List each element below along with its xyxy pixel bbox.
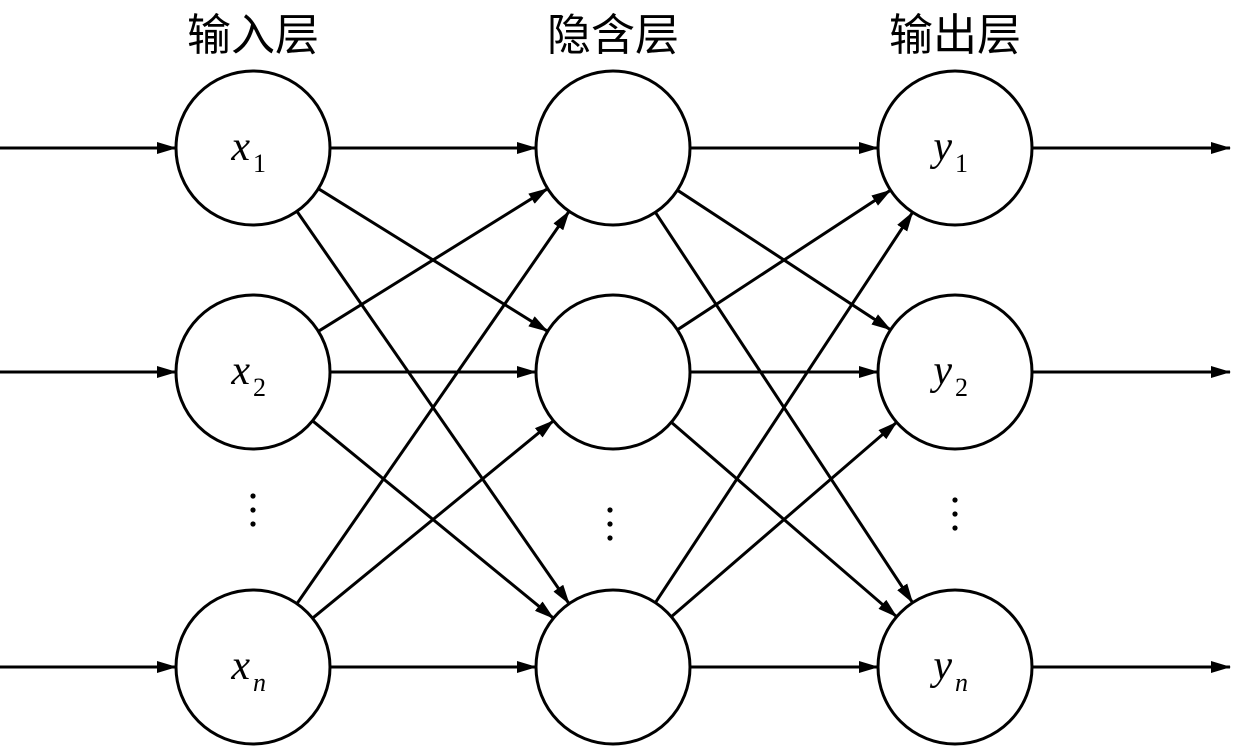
output-node-2-var: y xyxy=(929,348,952,394)
input-node-1-var: x xyxy=(230,124,250,170)
edge-l1-3-to-1 xyxy=(654,211,914,604)
input-layer-title: 输入层 xyxy=(187,10,319,61)
output-layer-title: 输出层 xyxy=(889,10,1021,61)
input-node-2: x 2 xyxy=(174,293,332,451)
edge-l0-2-to-1 xyxy=(317,187,549,333)
edge-l0-3-to-2 xyxy=(311,419,555,620)
input-node-1-sub: 1 xyxy=(253,149,266,178)
hidden-ellipsis xyxy=(607,507,613,541)
output-node-n: y n xyxy=(876,588,1034,746)
output-ellipsis xyxy=(952,497,958,531)
output-node-1: y 1 xyxy=(876,69,1034,227)
input-node-2-var: x xyxy=(230,348,250,394)
hidden-node-2 xyxy=(534,293,692,451)
nodes: x 1 x 2 x n y 1 y xyxy=(174,69,1034,746)
input-ellipsis xyxy=(250,493,256,527)
hidden-node-1 xyxy=(534,69,692,227)
input-node-n: x n xyxy=(174,588,332,746)
output-node-1-sub: 1 xyxy=(955,149,968,178)
edge-l1-2-to-1 xyxy=(676,188,892,332)
hidden-node-n xyxy=(534,588,692,746)
input-node-n-var: x xyxy=(230,643,250,689)
connections xyxy=(0,142,1231,673)
input-node-1: x 1 xyxy=(174,69,332,227)
output-node-2-sub: 2 xyxy=(955,373,968,402)
output-node-n-var: y xyxy=(929,643,952,689)
input-node-2-sub: 2 xyxy=(253,373,266,402)
output-node-2: y 2 xyxy=(876,293,1034,451)
edge-l1-3-to-2 xyxy=(670,421,898,618)
edge-l0-3-to-1 xyxy=(295,210,571,605)
input-node-n-sub: n xyxy=(253,668,266,697)
output-node-n-sub: n xyxy=(955,668,968,697)
output-node-1-var: y xyxy=(929,124,952,170)
hidden-layer-title: 隐含层 xyxy=(547,10,679,61)
